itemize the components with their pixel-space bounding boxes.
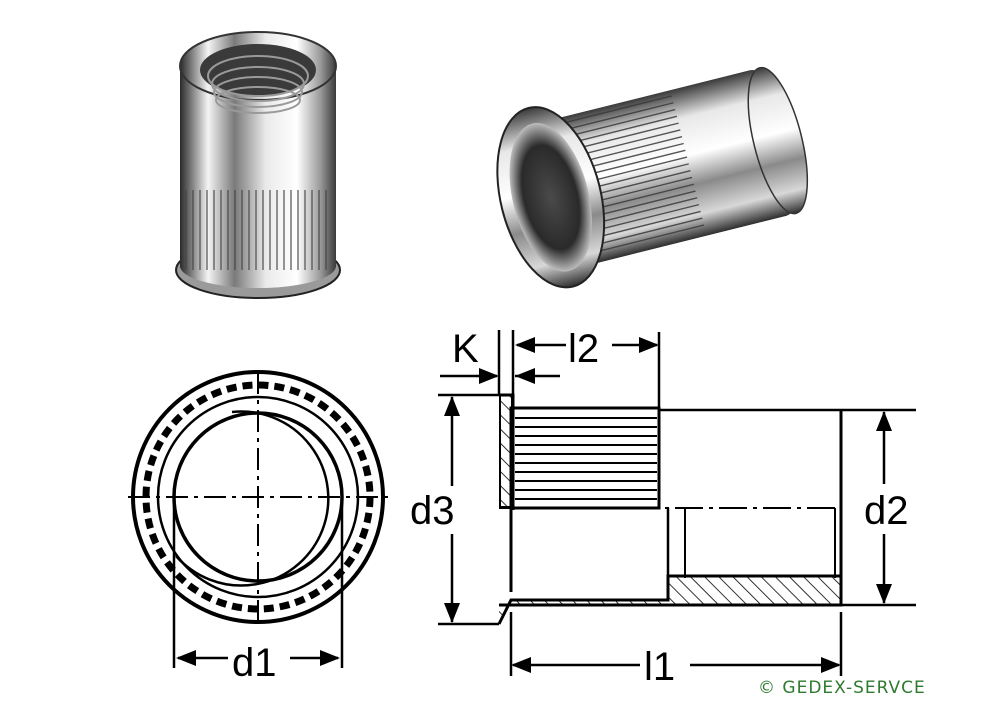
l1-label: l1 xyxy=(644,645,675,689)
knurl-line xyxy=(590,217,703,247)
l2-label: l2 xyxy=(568,327,599,371)
knurl-line xyxy=(563,108,676,139)
k-label: K xyxy=(452,327,479,371)
d1-label: d1 xyxy=(232,641,277,685)
knurl-line xyxy=(587,203,700,234)
rivet-nut-side-photo xyxy=(496,66,809,289)
d2-label: d2 xyxy=(864,489,909,533)
section-drawing xyxy=(438,330,916,676)
copyright-notice: © GEDEX-SERVCE xyxy=(758,678,926,698)
end-view-drawing xyxy=(128,370,390,668)
knurl-line xyxy=(560,95,672,125)
d3-label: d3 xyxy=(410,489,455,533)
knurl-line xyxy=(592,224,705,254)
rivet-nut-upright-photo xyxy=(175,31,341,299)
knurl-line xyxy=(561,102,674,132)
knurl-line xyxy=(566,122,679,152)
knurl-line xyxy=(588,210,701,240)
knurl-line xyxy=(565,115,678,145)
